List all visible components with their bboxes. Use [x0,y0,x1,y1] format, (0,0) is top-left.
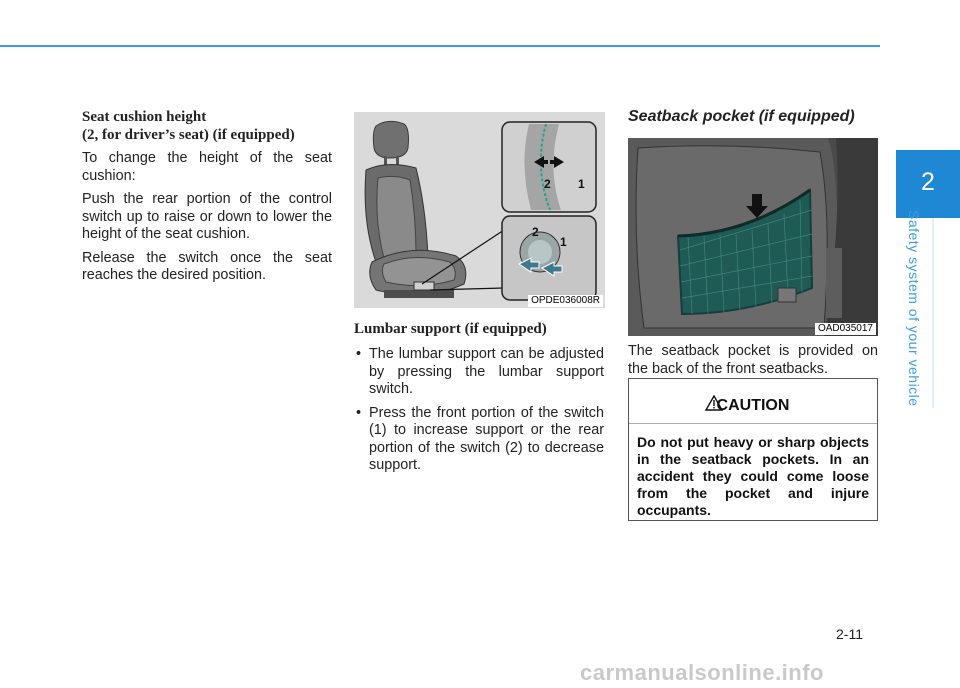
seat-cushion-heading: Seat cushion height (2, for driver’s sea… [82,108,332,144]
middle-column: 1 2 2 1 OPDE036008R Lumbar support (if e… [354,112,605,475]
figure-code: OPDE036008R [528,295,603,307]
watermark: carmanualsonline.info [580,660,824,685]
lumbar-heading: Lumbar support (if equipped) [354,321,547,337]
page-number: 2-11 [836,626,863,642]
heading-line-2: (2, for driver’s seat) (if equipped) [82,127,295,143]
paragraph: Push the rear portion of the control swi… [82,191,332,242]
bullet-item: The lumbar support can be adjusted by pr… [354,346,604,399]
caution-box: CAUTION Do not put heavy or sharp object… [628,378,878,521]
paragraph: Release the switch once the seat reaches… [82,249,332,284]
chapter-number: 2 [921,168,935,196]
caution-label: CAUTION [716,397,790,414]
caution-text: Do not put heavy or sharp objects in the… [637,434,869,518]
sidebar-strip [932,218,934,408]
chapter-title: Safety system of your vehicle [906,210,922,407]
chapter-tab: 2 [896,150,960,218]
pocket-figure: OAD035017 [628,138,878,336]
callout-2-top: 2 [544,177,551,191]
heading-line-1: Seat cushion height [82,109,207,125]
pocket-illustration [628,138,878,336]
right-column: Seatback pocket (if equipped) OAD03501 [628,108,878,378]
seatback-paragraph: The seatback pocket is provided on the b… [628,343,878,377]
warning-triangle-icon [705,395,723,411]
callout-1-top: 1 [578,177,585,191]
callout-1-bottom: 1 [560,235,567,249]
top-rule [0,45,880,47]
paragraph: To change the height of the seat cushion… [82,150,332,184]
seatback-heading: Seatback pocket (if equipped) [628,108,855,125]
bullet-item: Press the front portion of the switch (1… [354,405,604,475]
seat-illustration [354,112,605,308]
seat-figure: 1 2 2 1 OPDE036008R [354,112,605,308]
caution-divider [629,423,877,424]
left-column: Seat cushion height (2, for driver’s sea… [82,108,332,285]
caution-header: CAUTION [629,379,877,423]
figure-code: OAD035017 [814,323,876,335]
callout-2-bottom: 2 [532,225,539,239]
